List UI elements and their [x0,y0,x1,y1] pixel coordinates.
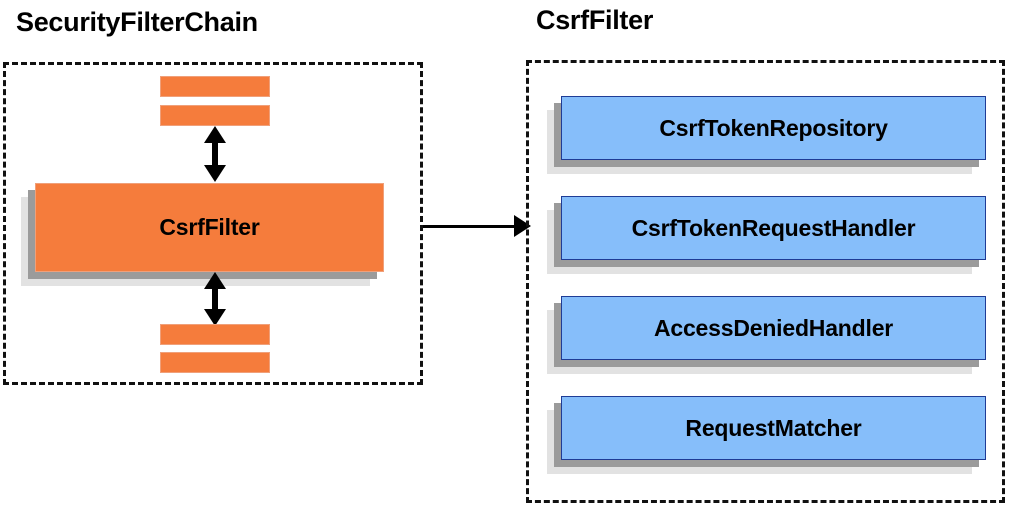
collaborator-label: CsrfTokenRequestHandler [631,214,916,241]
csrf-filter-card[interactable]: CsrfFilter [21,183,384,286]
filter-bar-below-2 [160,352,270,373]
collaborator-card-csrftokenrepository[interactable]: CsrfTokenRepository [547,96,986,174]
card-face: CsrfFilter [35,183,384,272]
collaborator-card-csrftokenrequesthandler[interactable]: CsrfTokenRequestHandler [547,196,986,274]
arrow-shaft [212,141,218,167]
expands-into-arrow [423,215,531,237]
left-panel-title: SecurityFilterChain [16,7,258,37]
filter-bar-above-1 [160,76,270,97]
card-face: CsrfTokenRepository [561,96,986,160]
csrf-filter-label: CsrfFilter [159,214,260,240]
arrow-head-down-icon [204,165,226,182]
filter-bar-below-1 [160,324,270,345]
right-panel-title: CsrfFilter [536,5,654,35]
chain-arrow-above [204,126,226,182]
collaborator-card-requestmatcher[interactable]: RequestMatcher [547,396,986,474]
card-face: RequestMatcher [561,396,986,460]
arrow-head-up-icon [204,272,226,289]
collaborator-card-accessdeniedhandler[interactable]: AccessDeniedHandler [547,296,986,374]
card-face: AccessDeniedHandler [561,296,986,360]
chain-arrow-below [204,272,226,326]
collaborator-label: CsrfTokenRepository [659,114,888,141]
filter-bar-above-2 [160,105,270,126]
arrow-shaft [423,224,518,228]
arrow-head-down-icon [204,309,226,326]
collaborator-label: RequestMatcher [685,414,862,441]
card-face: CsrfTokenRequestHandler [561,196,986,260]
collaborator-label: AccessDeniedHandler [653,314,894,341]
security-filter-chain-container [3,62,423,385]
arrow-shaft [212,287,218,311]
csrf-filter-collaborators-container [526,60,1005,503]
arrow-head-up-icon [204,126,226,143]
